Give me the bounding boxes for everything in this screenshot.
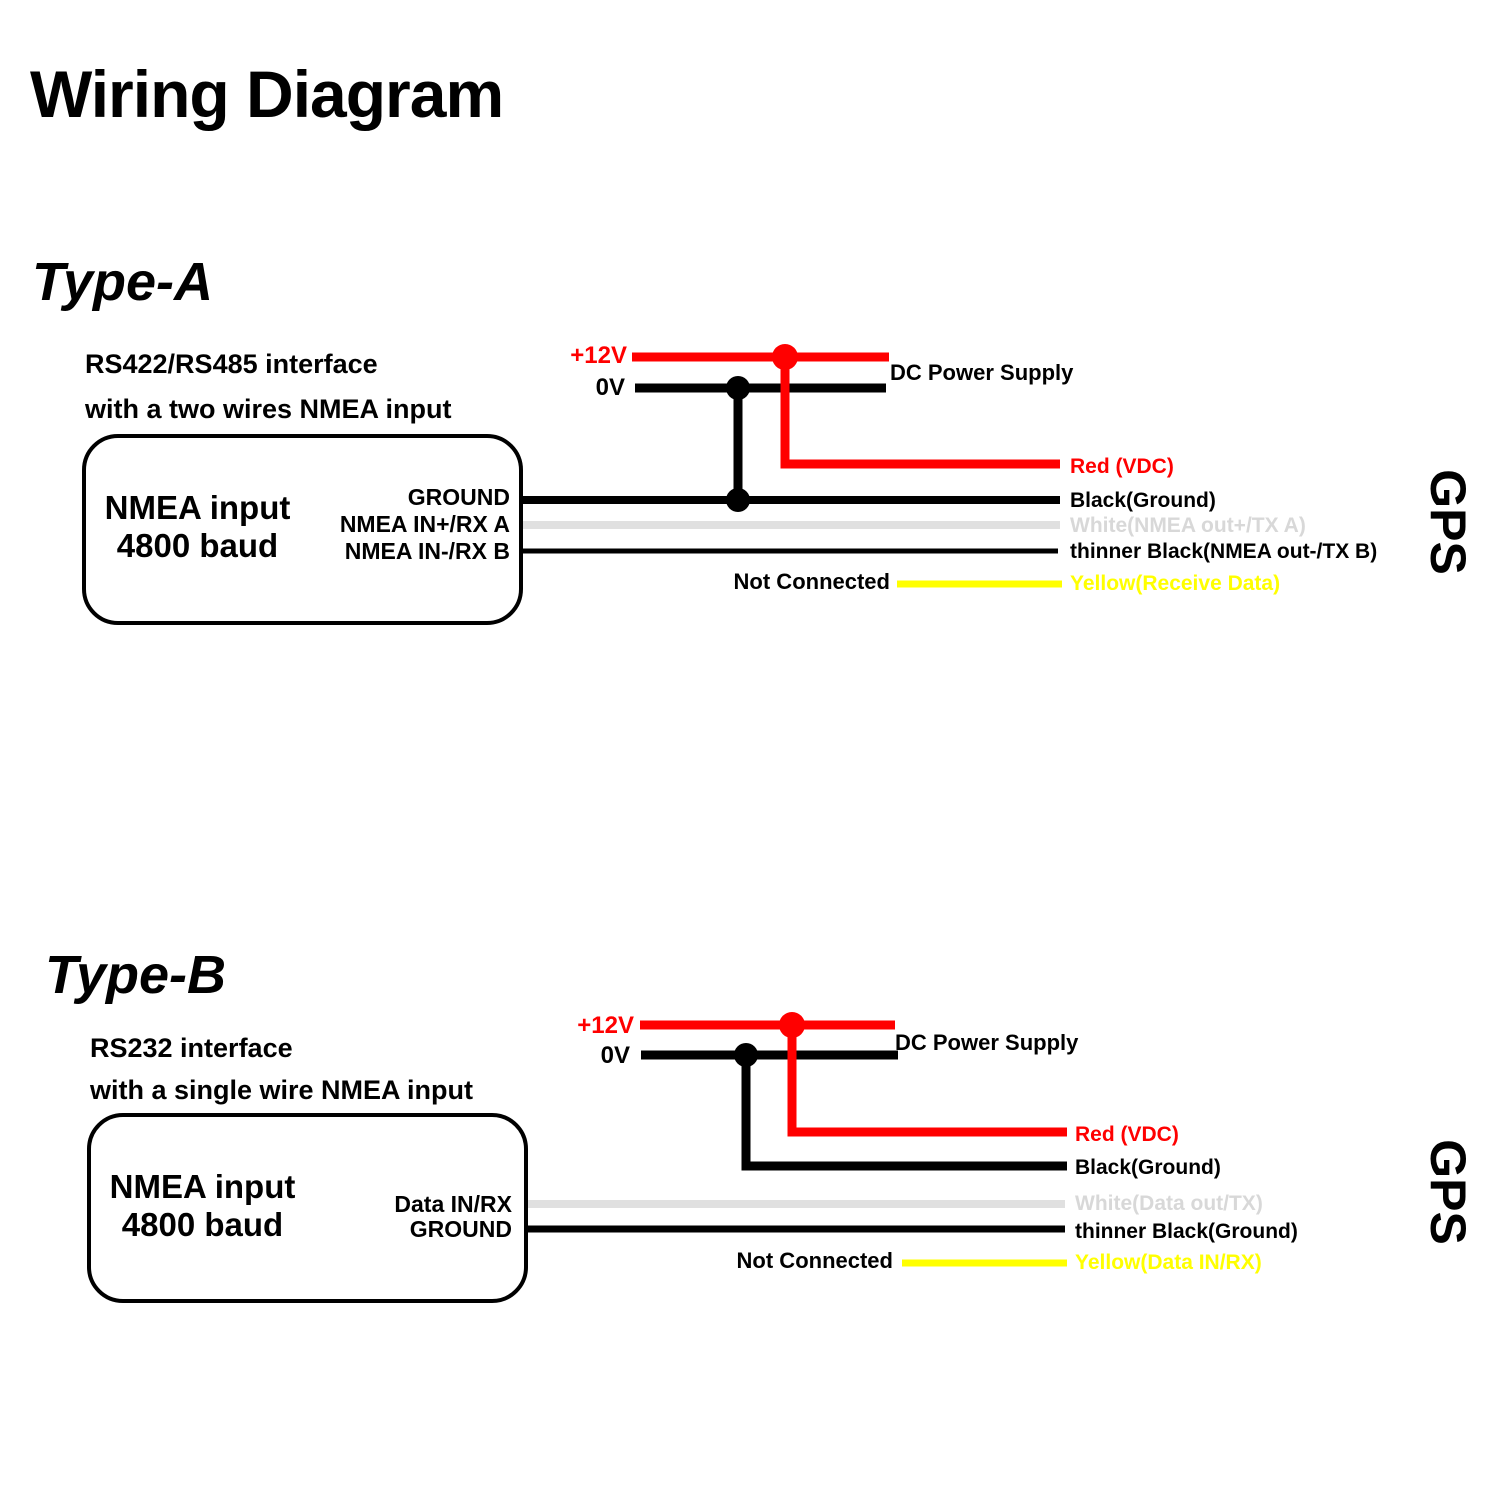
type-b-white-wire-label: White(Data out/TX): [1075, 1191, 1263, 1215]
type-a-yellow-wire-label: Yellow(Receive Data): [1070, 571, 1281, 595]
type-a-pin-ground: GROUND: [407, 483, 510, 510]
type-a-nmea-box: [82, 434, 523, 625]
b-black-junction-dot: [734, 1043, 758, 1067]
type-b-plus12v-label: +12V: [577, 1012, 634, 1039]
type-b-pin-data-in: Data IN/RX: [394, 1190, 512, 1217]
type-a-0v-label: 0V: [595, 374, 625, 401]
type-b-dc-power-supply-label: DC Power Supply: [895, 1030, 1079, 1055]
type-a-pin-nmea-in-plus: NMEA IN+/RX A: [339, 510, 510, 537]
type-b-black-wire-label: Black(Ground): [1075, 1155, 1221, 1179]
type-b-red-wire-label: Red (VDC): [1075, 1122, 1179, 1146]
b-red-junction-dot: [779, 1012, 805, 1038]
type-b-thin-black-wire-label: thinner Black(Ground): [1075, 1219, 1298, 1243]
type-a-interface-line2: with a two wires NMEA input: [85, 393, 452, 424]
type-b-0v-label: 0V: [600, 1042, 630, 1069]
type-a-heading: Type-A: [32, 252, 214, 312]
b-red-vdc-wire: [787, 1025, 1067, 1137]
type-a-white-wire-label: White(NMEA out+/TX A): [1070, 513, 1306, 537]
type-a-dc-power-supply-label: DC Power Supply: [890, 360, 1074, 385]
type-b-heading: Type-B: [45, 945, 227, 1005]
type-b-gps-label: GPS: [1420, 1139, 1476, 1245]
type-b-yellow-wire-label: Yellow(Data IN/RX): [1075, 1250, 1262, 1274]
type-a-gps-label: GPS: [1420, 469, 1476, 575]
type-a-interface-line1: RS422/RS485 interface: [85, 348, 378, 379]
type-a-box-line1: NMEA input: [104, 488, 291, 526]
type-a-plus12v-label: +12V: [570, 342, 627, 369]
type-b-interface-line1: RS232 interface: [90, 1032, 293, 1063]
type-b-pin-ground: GROUND: [409, 1215, 512, 1242]
type-b-nmea-box: [87, 1113, 528, 1303]
a-red-junction-dot: [772, 344, 798, 370]
a-red-vdc-wire: [780, 357, 1060, 469]
type-b-box-line2: 4800 baud: [121, 1205, 284, 1243]
type-b-interface-line2: with a single wire NMEA input: [90, 1074, 474, 1105]
type-a-pin-nmea-in-minus: NMEA IN-/RX B: [344, 537, 510, 564]
type-a-black-wire-label: Black(Ground): [1070, 488, 1216, 512]
type-a-red-wire-label: Red (VDC): [1070, 454, 1174, 478]
type-a-box-line2: 4800 baud: [116, 526, 279, 564]
type-a-thin-black-wire-label: thinner Black(NMEA out-/TX B): [1070, 539, 1378, 563]
type-b-not-connected-label: Not Connected: [736, 1248, 893, 1273]
type-a-not-connected-label: Not Connected: [733, 569, 890, 594]
a-black-junction-dot: [726, 376, 750, 400]
b-black-ground-wire: [741, 1055, 1067, 1171]
type-b-box-line1: NMEA input: [109, 1167, 296, 1205]
page-title: Wiring Diagram: [30, 57, 504, 131]
